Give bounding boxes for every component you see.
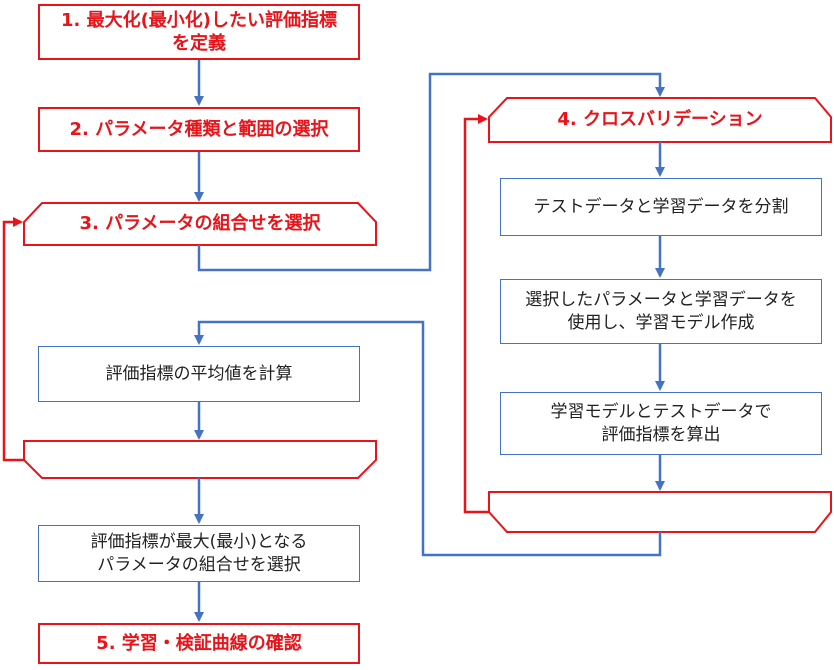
step5-learning-curve: 5. 学習・検証曲線の確認 bbox=[38, 623, 360, 664]
average-metric-box: 評価指標の平均値を計算 bbox=[38, 346, 360, 402]
step5-label: 5. 学習・検証曲線の確認 bbox=[96, 632, 302, 654]
train-line1: 選択したパラメータと学習データを bbox=[525, 290, 797, 311]
step2-label: 2. パラメータ種類と範囲の選択 bbox=[69, 118, 329, 140]
eval-line2: 評価指標を算出 bbox=[601, 424, 721, 445]
train-line2: 使用し、学習モデル作成 bbox=[567, 312, 755, 333]
evaluate-metric-box: 学習モデルとテストデータで 評価指標を算出 bbox=[500, 392, 822, 455]
eval-line1: 学習モデルとテストデータで bbox=[550, 402, 772, 423]
best-line2: パラメータの組合せを選択 bbox=[97, 554, 301, 575]
train-model-box: 選択したパラメータと学習データを 使用し、学習モデル作成 bbox=[500, 279, 822, 344]
step1-define-metric: 1. 最大化(最小化)したい評価指標 を定義 bbox=[38, 4, 360, 60]
loop-back-arrow-1 bbox=[2, 217, 24, 462]
step4-cross-validation: 4. クロスバリデーション bbox=[489, 98, 831, 142]
average-label: 評価指標の平均値を計算 bbox=[105, 363, 293, 384]
step1-line2: を定義 bbox=[172, 33, 226, 54]
step3-label: 3. パラメータの組合せを選択 bbox=[79, 213, 321, 235]
step4-label: 4. クロスバリデーション bbox=[557, 109, 763, 131]
step1-line1: 1. 最大化(最小化)したい評価指標 bbox=[60, 9, 338, 31]
arrow-loopend2-to-best bbox=[194, 320, 662, 557]
loop-back-arrow-2 bbox=[463, 114, 489, 514]
split-data-label: テストデータと学習データを分割 bbox=[533, 196, 789, 217]
loop-start-shape-2 bbox=[488, 97, 832, 143]
loop-end-shape-1 bbox=[23, 440, 377, 479]
split-data-box: テストデータと学習データを分割 bbox=[500, 178, 822, 236]
loop-start-shape-1 bbox=[23, 202, 377, 246]
best-combo-box: 評価指標が最大(最小)となる パラメータの組合せを選択 bbox=[38, 525, 360, 582]
best-line1: 評価指標が最大(最小)となる bbox=[90, 532, 308, 553]
step2-param-range: 2. パラメータ種類と範囲の選択 bbox=[38, 107, 360, 152]
step3-param-combo: 3. パラメータの組合せを選択 bbox=[24, 203, 376, 245]
arrow-s3-to-s4 bbox=[197, 72, 665, 272]
loop-end-shape-2 bbox=[488, 491, 832, 533]
